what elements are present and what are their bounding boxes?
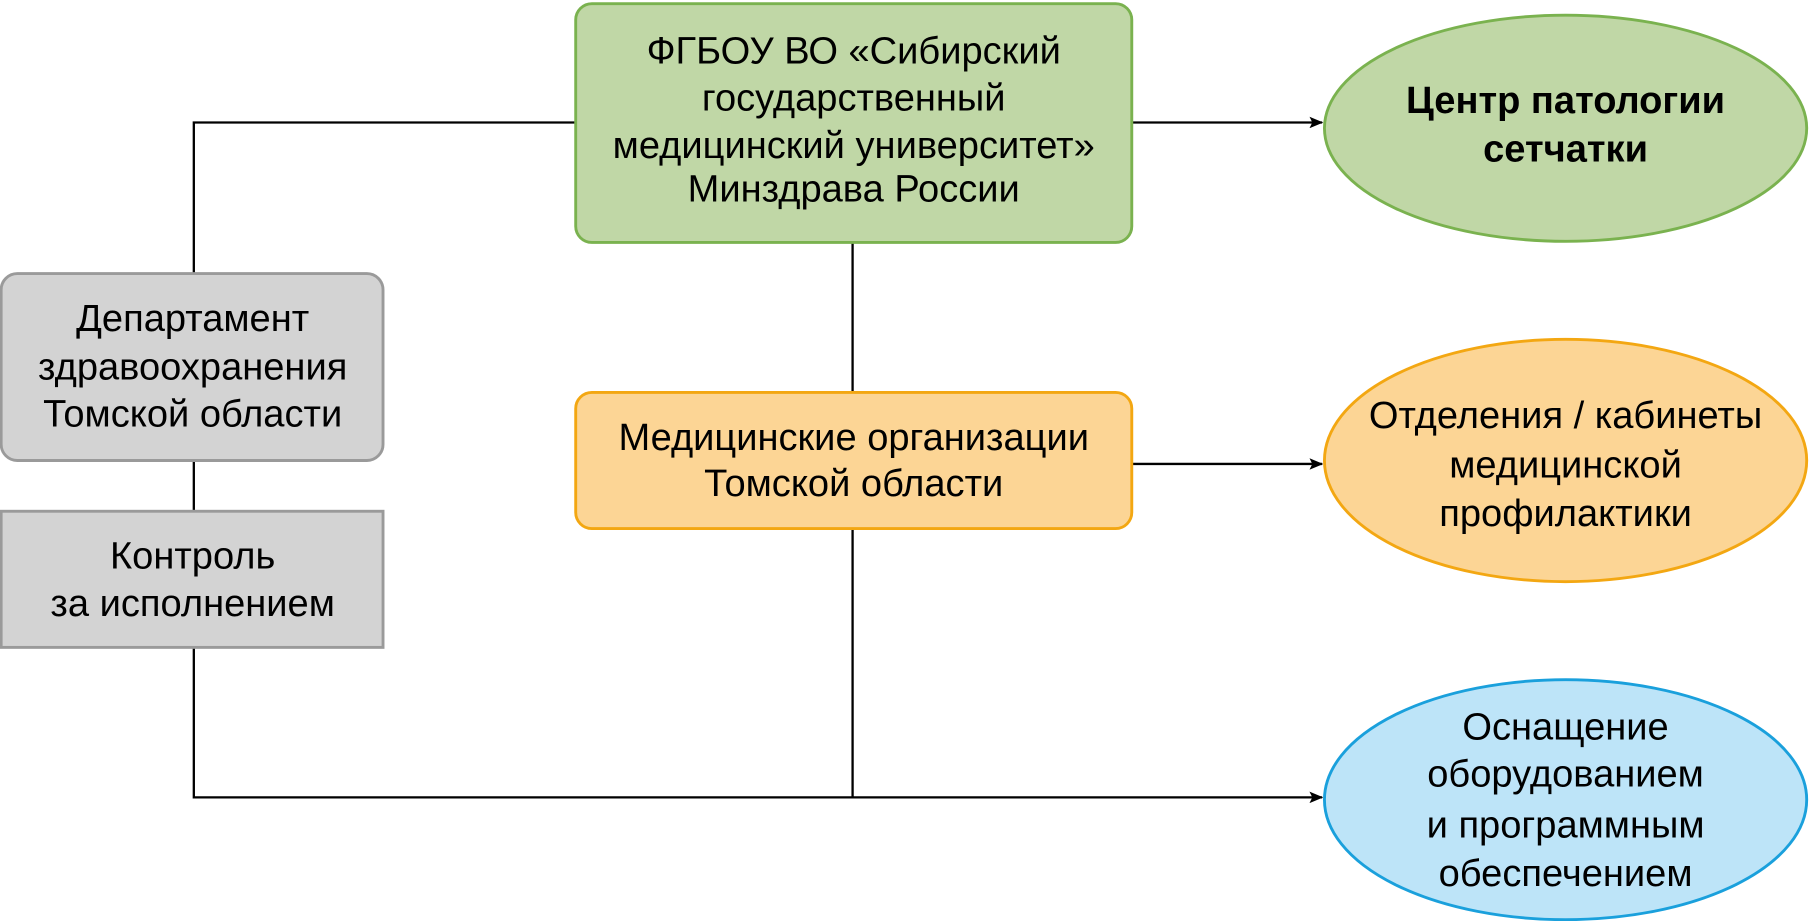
node-text: Контроль (110, 536, 275, 578)
node-text: Минздрава России (688, 169, 1020, 211)
node-text: Томской области (704, 463, 1003, 505)
retina-center-ellipse: Центр патологии сетчатки (1323, 13, 1809, 243)
node-text: Департамент (76, 298, 309, 340)
node-text: Отделения / кабинеты (1369, 395, 1762, 437)
node-text: государственный (702, 78, 1006, 120)
node-text: Центр патологии (1406, 80, 1725, 122)
execution-control-box: Контроль за исполнением (0, 509, 385, 649)
node-text: медицинской (1449, 444, 1682, 486)
medical-organizations-box: Медицинские организации Томской области (574, 390, 1134, 531)
node-text: Томской области (43, 394, 342, 436)
health-department-box: Департамент здравоохранения Томской обла… (0, 272, 385, 462)
prevention-units-ellipse: Отделения / кабинеты медицинской профила… (1323, 337, 1809, 584)
node-text: оборудованием (1427, 754, 1704, 796)
node-text: Медицинские организации (618, 417, 1088, 459)
node-text: ФГБОУ ВО «Сибирский (647, 30, 1061, 72)
node-text: здравоохранения (38, 346, 347, 388)
equipment-ellipse: Оснащение оборудованием и программным об… (1323, 678, 1809, 921)
node-text: и программным (1427, 804, 1705, 846)
node-text: профилактики (1439, 493, 1692, 535)
node-text: обеспечением (1439, 853, 1693, 895)
node-text: медицинский университет» (613, 125, 1095, 167)
node-text: Оснащение (1462, 706, 1668, 748)
node-text: сетчатки (1483, 128, 1648, 170)
connector-control-equipment (192, 647, 1324, 804)
university-box: ФГБОУ ВО «Сибирский государственный меди… (574, 2, 1134, 244)
node-text: за исполнением (50, 583, 334, 625)
connector-department-university (192, 121, 575, 274)
